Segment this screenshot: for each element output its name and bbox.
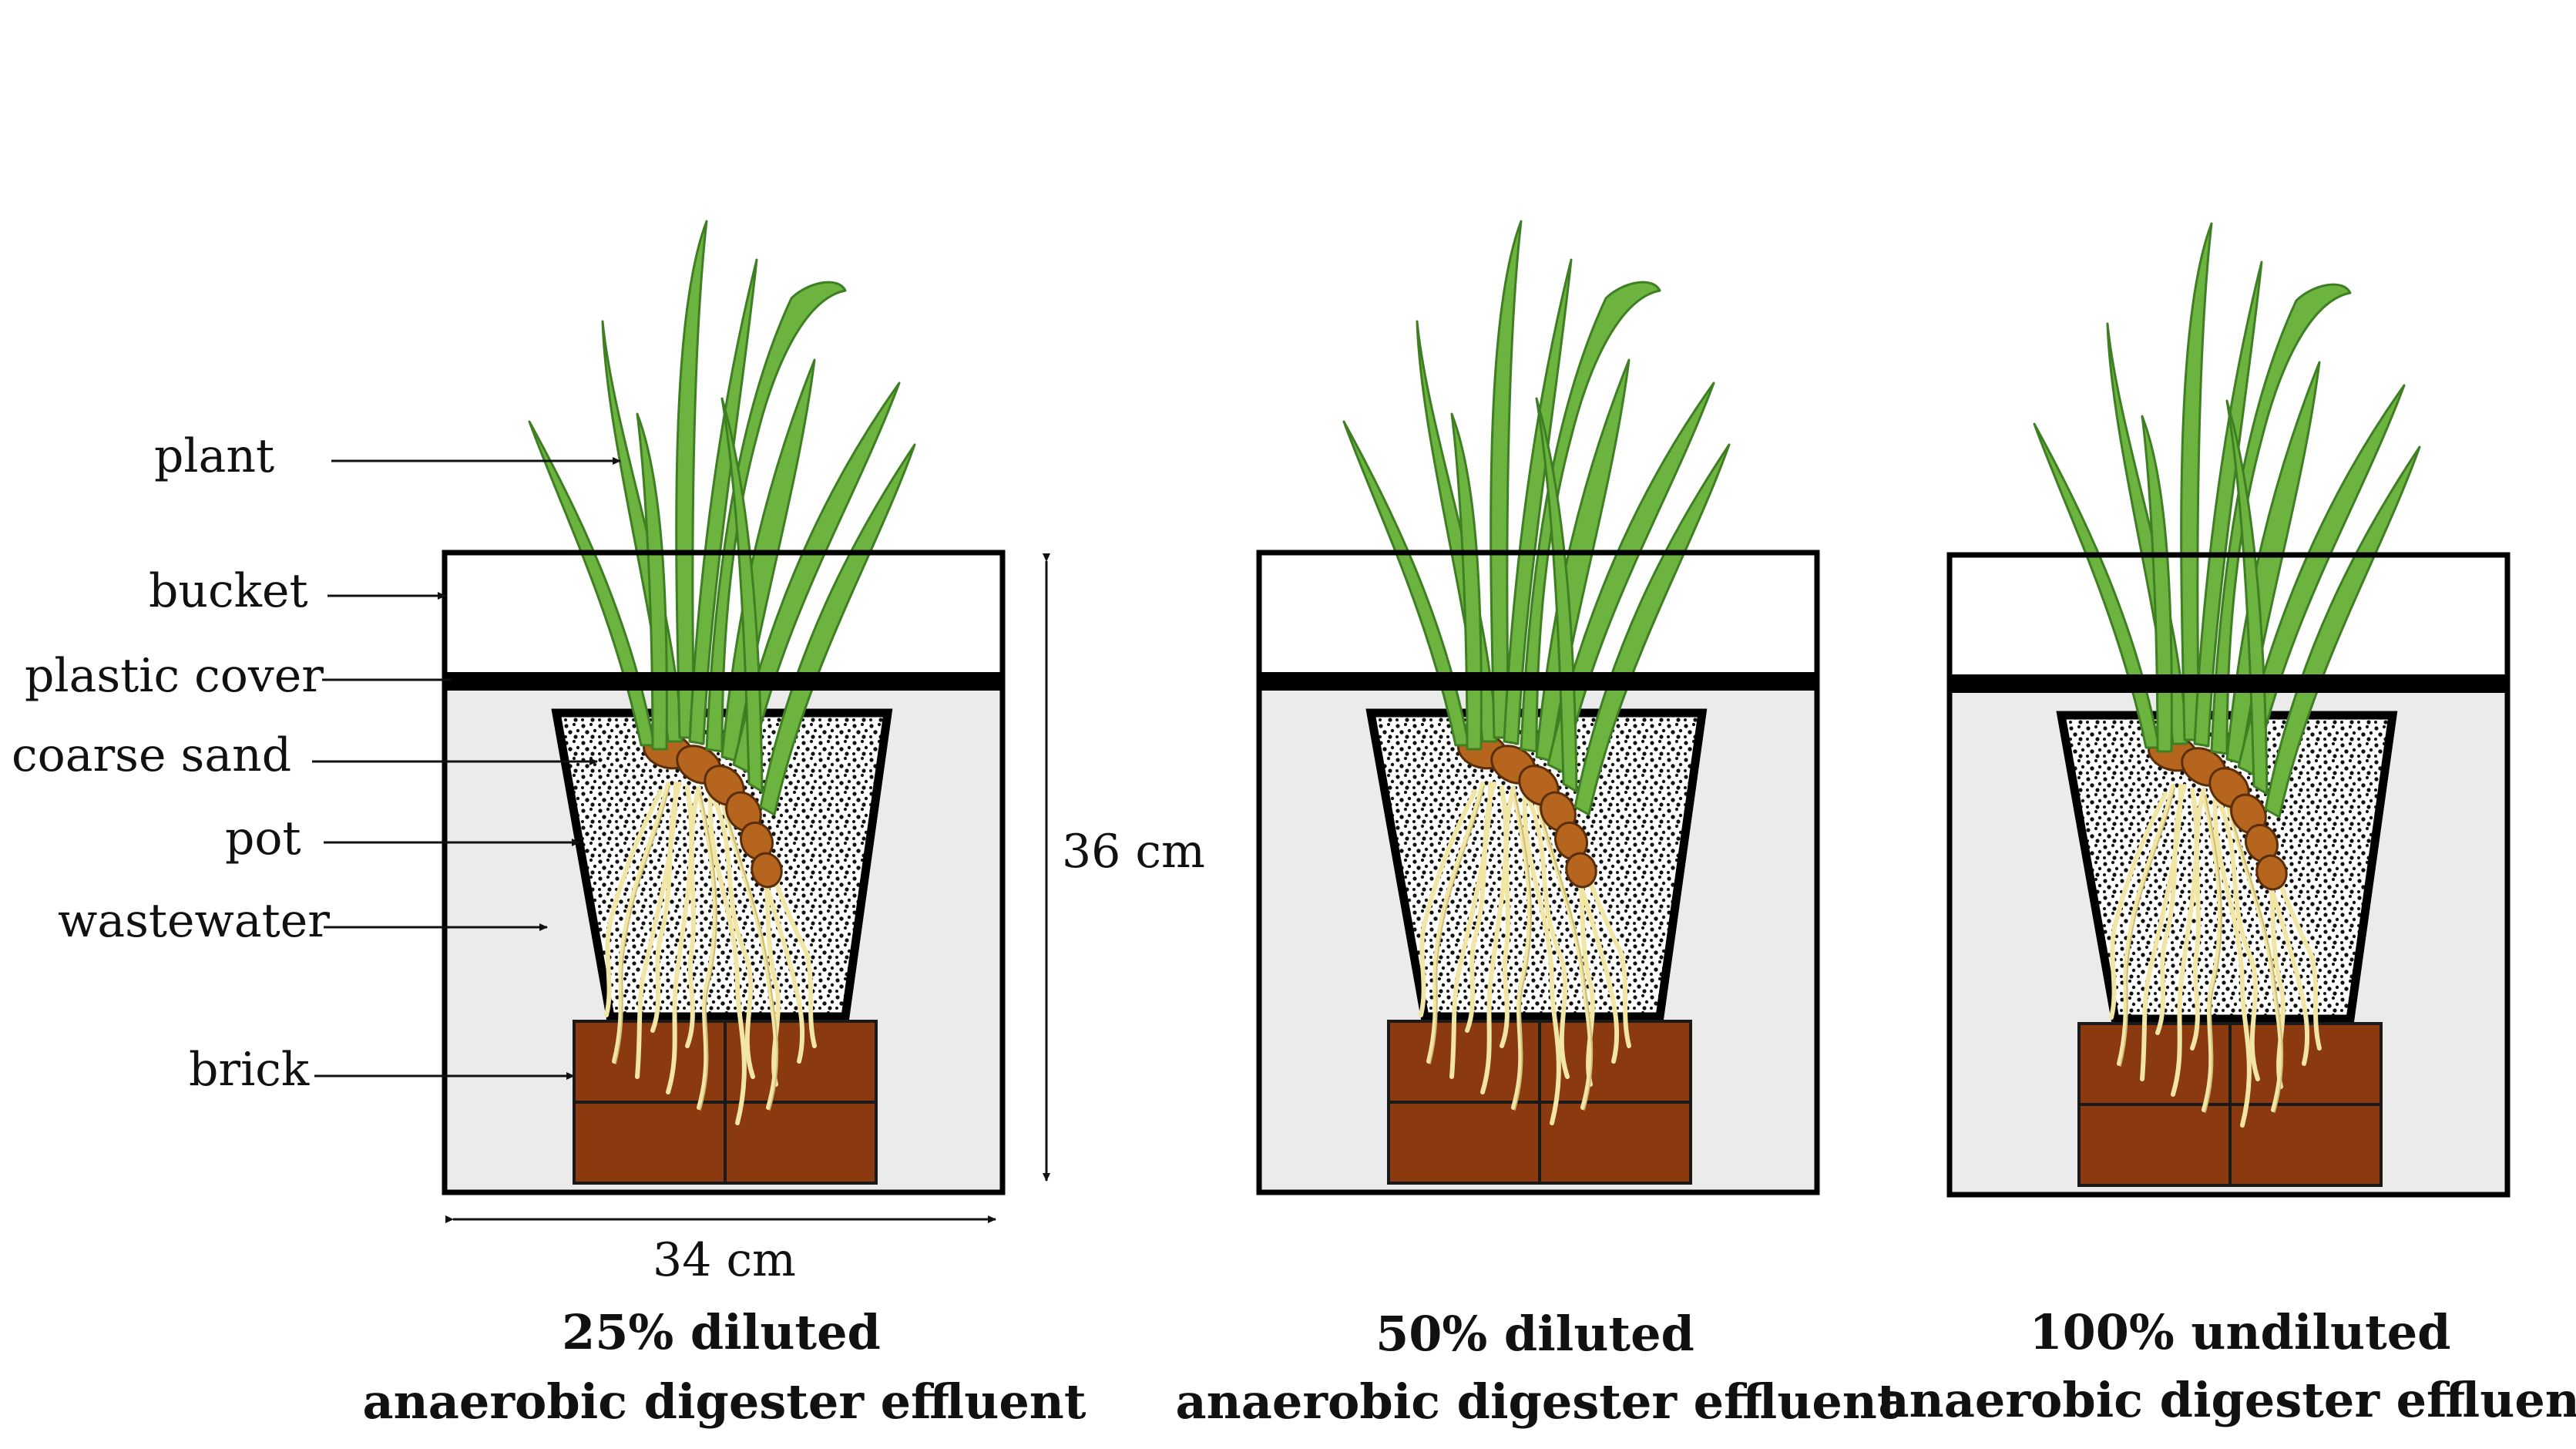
label-plant: plant [154, 429, 274, 483]
caption-25-line2: anaerobic digester effluent [363, 1373, 1086, 1430]
bucket-assembly-50 [1259, 221, 1817, 1192]
caption-100-line1: 100% undiluted [2029, 1304, 2450, 1360]
caption-100-line2: anaerobic digester effluent [1879, 1372, 2576, 1428]
bucket-assembly-100 [1950, 224, 2507, 1195]
bucket-assembly-25 [445, 221, 1003, 1192]
caption-50-line1: 50% diluted [1375, 1306, 1694, 1362]
label-plastic-cover: plastic cover [25, 649, 324, 703]
label-wastewater: wastewater [58, 894, 330, 948]
label-brick: brick [189, 1043, 310, 1097]
caption-25-line1: 25% diluted [562, 1304, 881, 1360]
label-pot: pot [225, 812, 301, 866]
caption-50-line2: anaerobic digester effluent [1176, 1373, 1899, 1430]
height-dimension-label: 36 cm [1062, 825, 1205, 879]
width-dimension-label: 34 cm [653, 1233, 796, 1287]
label-coarse-sand: coarse sand [12, 728, 291, 782]
label-bucket: bucket [149, 564, 308, 618]
